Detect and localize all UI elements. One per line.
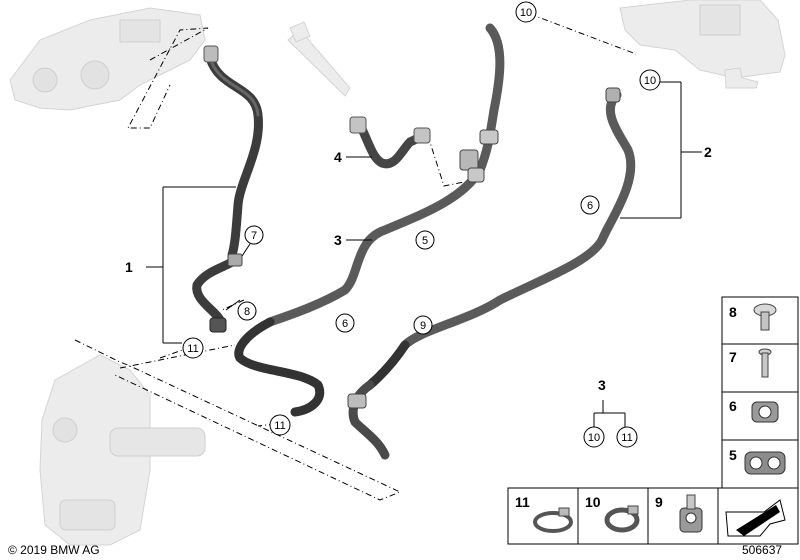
svg-text:5: 5 <box>422 235 428 247</box>
callout-10-top: 10 <box>515 1 537 23</box>
callout-2: 2 <box>704 144 712 160</box>
svg-text:11: 11 <box>515 494 530 510</box>
svg-text:8: 8 <box>729 304 737 320</box>
callout-6-left: 6 <box>335 313 355 333</box>
svg-text:7: 7 <box>251 230 257 242</box>
hose-clip-icon <box>751 401 779 423</box>
callout-3-set: 3 <box>598 377 606 393</box>
svg-text:9: 9 <box>420 320 426 332</box>
legend-item-8: 8 <box>729 303 777 331</box>
svg-text:1: 1 <box>125 259 133 275</box>
legend-item-9: 9 <box>655 494 703 533</box>
legend-item-11: 11 <box>515 494 573 533</box>
svg-text:3: 3 <box>598 377 606 393</box>
svg-text:11: 11 <box>621 432 632 444</box>
callout-11-set: 11 <box>616 426 638 448</box>
legend-item-6: 6 <box>729 398 779 423</box>
svg-text:6: 6 <box>729 398 737 414</box>
leader-lines <box>146 81 702 428</box>
hose-3 <box>234 23 505 417</box>
svg-text:11: 11 <box>187 343 198 355</box>
svg-text:10: 10 <box>588 432 600 444</box>
callout-7: 7 <box>244 225 264 245</box>
callout-11-mid: 11 <box>269 414 291 436</box>
hose-2 <box>347 87 636 460</box>
hose-1-connector <box>203 45 219 63</box>
svg-text:7: 7 <box>729 349 737 365</box>
callout-5: 5 <box>415 230 435 250</box>
svg-text:8: 8 <box>244 306 250 318</box>
svg-text:10: 10 <box>585 494 601 510</box>
svg-text:3: 3 <box>334 232 342 248</box>
svg-text:11: 11 <box>274 420 285 432</box>
radiator-ghost <box>619 0 786 89</box>
callout-1: 1 <box>125 259 133 275</box>
bracket-clip-icon <box>679 494 703 533</box>
svg-text:9: 9 <box>655 494 663 510</box>
callout-4: 4 <box>334 149 342 165</box>
callout-10-set: 10 <box>583 426 605 448</box>
callout-11-left: 11 <box>182 337 204 359</box>
callout-9: 9 <box>413 315 433 335</box>
svg-text:6: 6 <box>342 318 348 330</box>
screw-icon <box>753 303 777 331</box>
svg-text:2: 2 <box>704 144 712 160</box>
diagram-number: 506637 <box>742 543 782 557</box>
callout-6-right: 6 <box>580 195 600 215</box>
hose-clamp-icon <box>533 507 573 533</box>
svg-text:6: 6 <box>587 200 593 212</box>
legend-item-5: 5 <box>729 447 786 475</box>
callout-8: 8 <box>237 301 257 321</box>
heater-unit-ghost <box>39 354 206 546</box>
parts-legend-column: 8 7 6 5 <box>721 296 799 489</box>
svg-text:10: 10 <box>644 75 656 87</box>
spring-clamp-icon <box>604 505 640 533</box>
callout-3: 3 <box>334 232 342 248</box>
copyright-text: © 2019 BMW AG <box>8 543 100 557</box>
rivet-icon <box>758 348 772 378</box>
legend-item-10: 10 <box>585 494 640 533</box>
coolant-reservoir-ghost <box>287 21 351 97</box>
svg-text:5: 5 <box>729 447 737 463</box>
svg-text:4: 4 <box>334 149 342 165</box>
legend-item-7: 7 <box>729 348 772 378</box>
hose-4 <box>349 116 431 169</box>
parts-legend-row: 11 10 9 <box>507 487 799 545</box>
hose-1 <box>192 45 263 333</box>
engine-block-ghost <box>9 7 206 111</box>
callout-10-right: 10 <box>639 69 661 91</box>
catalog-arrow-icon <box>725 499 786 537</box>
svg-text:10: 10 <box>520 7 532 19</box>
double-clip-icon <box>744 451 786 475</box>
